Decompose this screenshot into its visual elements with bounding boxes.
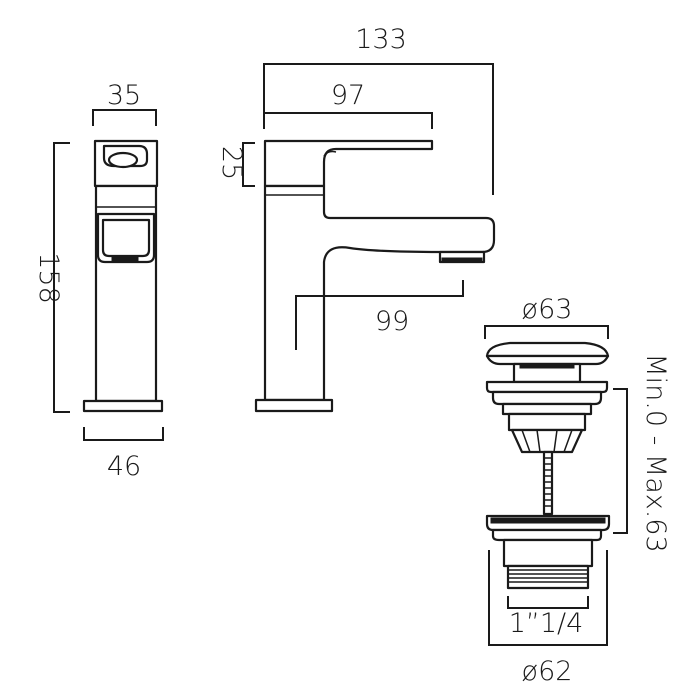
- side-base: [254, 398, 334, 413]
- dim-handle-height: 25: [216, 146, 247, 180]
- front-view: 35 158 46: [33, 80, 164, 482]
- waste-view: ø63 Min.0 - Max.63 1”1/4 ø62: [484, 294, 671, 687]
- waste-body-cage: [510, 428, 584, 454]
- waste-cage-ribs: [521, 429, 573, 453]
- front-base: [82, 399, 164, 413]
- dim-body-diameter: ø62: [522, 656, 573, 687]
- dim-handle-reach: 97: [331, 80, 365, 111]
- front-spout-inner: [101, 218, 151, 258]
- waste-spindle-thread: [544, 457, 552, 507]
- dim-line-spout-reach: [295, 280, 464, 350]
- dim-line-depth-total: [263, 63, 494, 195]
- dim-base-width: 46: [107, 451, 141, 482]
- waste-lower-flange-detail: [490, 517, 606, 524]
- waste-cap-neck-detail: [519, 363, 575, 369]
- dim-thread-size: 1”1/4: [509, 608, 584, 639]
- side-handle-detail: [323, 150, 337, 157]
- waste-lower-collar: [491, 528, 603, 542]
- side-aerator-thread: [441, 257, 483, 263]
- dim-line-handle-reach: [263, 112, 433, 129]
- waste-cap-rim: [485, 354, 610, 366]
- dim-line-body-diameter: [488, 550, 608, 646]
- dim-line-cap-diameter: [484, 325, 609, 339]
- dim-spout-reach: 99: [375, 306, 409, 337]
- dim-height-total: 158: [33, 252, 64, 304]
- waste-body-upper: [501, 402, 593, 416]
- waste-lower-body: [502, 538, 594, 568]
- waste-flange: [485, 380, 609, 394]
- dim-line-width-top: [92, 109, 157, 126]
- dim-line-waste-lift: [613, 388, 628, 534]
- side-body: [263, 184, 496, 402]
- side-view: 133 97 25 99: [216, 24, 496, 413]
- dim-line-thread-size: [507, 596, 589, 609]
- dim-line-handle-height: [242, 142, 255, 187]
- dim-line-height-total: [53, 142, 70, 413]
- waste-spindle: [542, 450, 554, 516]
- dim-depth-total: 133: [355, 24, 407, 55]
- side-handle: [263, 139, 434, 188]
- dim-cap-diameter: ø63: [522, 294, 573, 325]
- waste-thread-lines: [508, 569, 588, 583]
- waste-flange-lower: [491, 390, 603, 406]
- front-aerator: [111, 256, 139, 262]
- front-handle-knob: [107, 151, 139, 169]
- dim-waste-lift: Min.0 - Max.63: [640, 353, 671, 552]
- waste-cap: [485, 341, 610, 358]
- dim-line-base-width: [83, 427, 164, 441]
- dim-width-top: 35: [107, 80, 141, 111]
- waste-body-mid: [507, 412, 587, 432]
